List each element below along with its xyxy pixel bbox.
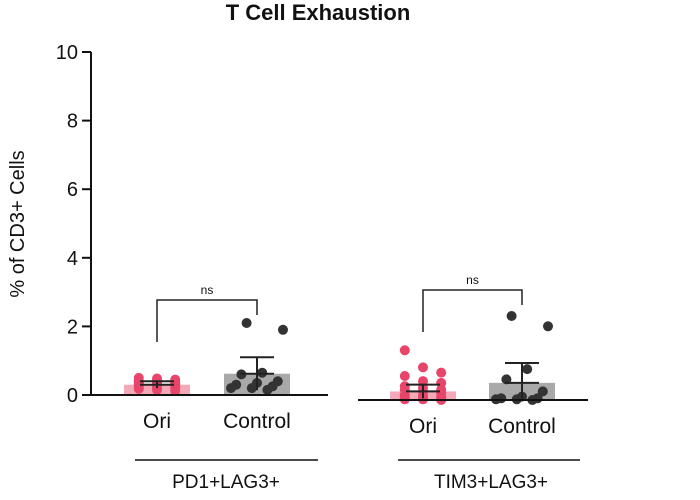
y-tick-label: 0 (67, 385, 78, 407)
group-label: TIM3+LAG3+ (434, 472, 548, 493)
axes: 0 2 4 6 8 10 (56, 42, 92, 407)
data-point (262, 384, 273, 395)
data-point (436, 367, 447, 378)
data-point (399, 371, 410, 381)
y-tick-label: 6 (67, 179, 78, 201)
data-point (133, 383, 144, 394)
y-tick-label: 4 (67, 248, 78, 270)
data-point (506, 311, 517, 321)
chart-title: T Cell Exhaustion (226, 0, 411, 25)
data-point (257, 367, 268, 378)
y-tick-label: 10 (56, 42, 78, 64)
data-point (278, 324, 288, 335)
y-tick-label: 8 (67, 111, 78, 133)
x-tick-label: Control (488, 415, 556, 438)
x-tick-label: Ori (143, 410, 171, 433)
data-point (522, 364, 533, 375)
data-point (399, 345, 410, 356)
data-point (170, 385, 181, 396)
group-label: PD1+LAG3+ (172, 472, 280, 493)
data-point (246, 383, 257, 394)
data-point (226, 383, 236, 394)
data-point (152, 384, 162, 395)
x-tick-label: Ori (409, 415, 437, 438)
data-point (543, 321, 553, 332)
significance-label: ns (201, 283, 214, 297)
data-point (241, 318, 252, 328)
x-tick-label: Control (223, 410, 291, 433)
y-axis-label: % of CD3+ Cells (7, 150, 29, 297)
significance-label: ns (466, 273, 479, 287)
significance-bracket (422, 289, 523, 332)
data-point (418, 362, 428, 373)
significance-bracket (156, 299, 258, 342)
data-point (537, 386, 548, 397)
y-tick-label: 2 (67, 316, 78, 338)
